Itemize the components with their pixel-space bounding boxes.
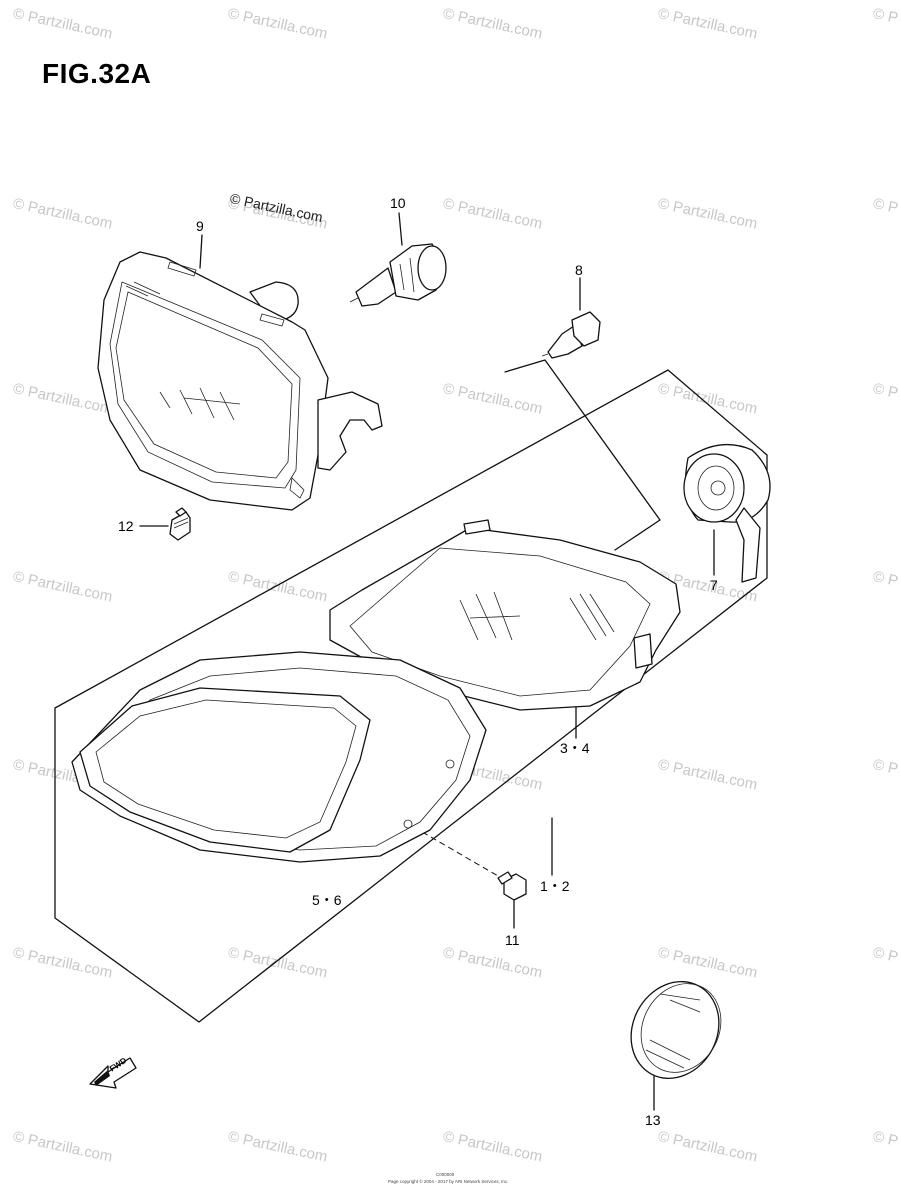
socket-part-7 [683, 444, 771, 583]
callout-11: 11 [505, 932, 520, 948]
callout-1-2: 1・2 [540, 878, 570, 894]
callout-3-4: 3・4 [560, 740, 590, 756]
footer-copyright: Page copyright © 2004 - 2017 by ARI Netw… [388, 1179, 509, 1184]
clip-part-11 [497, 871, 527, 901]
callout-5-6: 5・6 [312, 892, 342, 908]
headlight-bezel-part-5-6 [71, 651, 487, 863]
callout-7: 7 [710, 577, 718, 593]
assembly-boundary [54, 369, 768, 1023]
headlight-unit-part-9 [97, 251, 383, 511]
callout-13: 13 [645, 1112, 661, 1128]
callout-12: 12 [118, 518, 134, 534]
forward-arrow-icon [89, 1057, 137, 1089]
callout-9: 9 [196, 218, 204, 234]
figure-title: FIG.32A [42, 58, 152, 89]
headlight-bulb-part-10 [349, 243, 447, 307]
screw-part-12 [169, 507, 191, 541]
position-bulb-part-8 [541, 311, 601, 359]
callout-10: 10 [390, 195, 406, 211]
footer-code: C000000 [436, 1172, 455, 1177]
callout-8: 8 [575, 262, 583, 278]
reflector-part-13 [630, 980, 722, 1080]
